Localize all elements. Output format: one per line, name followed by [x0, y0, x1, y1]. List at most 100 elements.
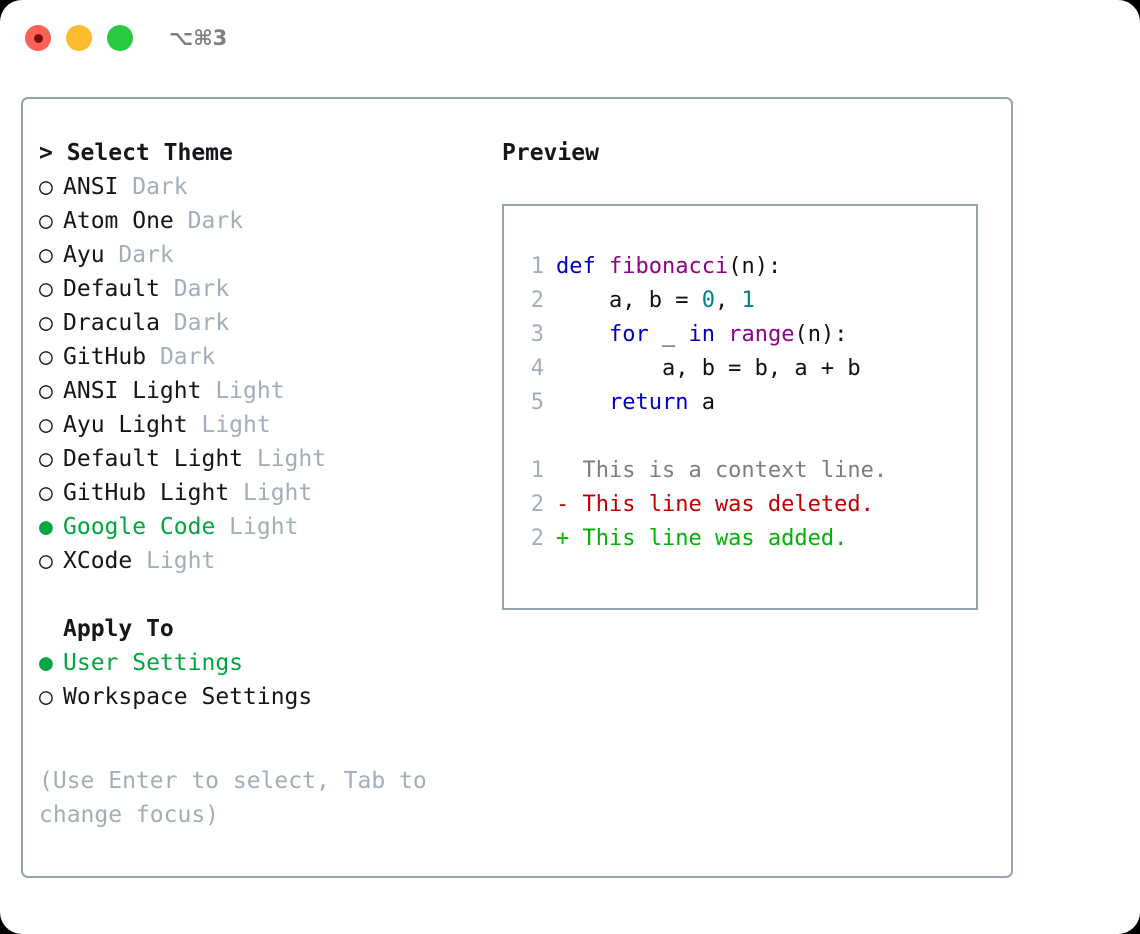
- diff-line-number: 1: [530, 458, 544, 483]
- code-token-kw: def: [556, 254, 596, 279]
- theme-option-github-light[interactable]: ○ GitHub Light Light: [39, 476, 489, 510]
- theme-option-label: ANSI: [63, 174, 119, 200]
- diff-line-text: - This line was deleted.: [556, 492, 874, 517]
- theme-option-dracula[interactable]: ○Dracula Dark: [39, 306, 489, 340]
- apply-to-option-label: User Settings: [63, 650, 244, 676]
- radio-unselected-icon: ○: [39, 446, 53, 472]
- theme-option-atom-one[interactable]: ○Atom One Dark: [39, 204, 489, 238]
- code-token-num: 1: [741, 288, 755, 313]
- keyboard-shortcut-label: ⌥⌘3: [169, 26, 228, 50]
- apply-to-option-user-settings[interactable]: ● User Settings: [39, 646, 489, 680]
- theme-option-label: Google Code: [63, 514, 216, 540]
- radio-unselected-icon: ○: [39, 208, 53, 234]
- theme-option-tag: Dark: [159, 276, 230, 302]
- code-line: 4 a, b = b, a + b: [518, 352, 970, 386]
- code-line-number: 3: [530, 322, 544, 347]
- preview-heading: Preview: [502, 140, 599, 166]
- diff-line-number: 2: [530, 492, 544, 517]
- code-token-plain: a, b =: [556, 288, 702, 313]
- theme-option-label: GitHub: [63, 344, 147, 370]
- theme-option-ansi[interactable]: ○ ANSI Dark: [39, 170, 489, 204]
- apply-to-heading: Apply To: [63, 616, 174, 642]
- diff-line-add: 2 + This line was added.: [518, 522, 970, 556]
- code-token-punct: (n):: [794, 322, 848, 347]
- theme-option-label: Atom One: [63, 208, 174, 234]
- recording-indicator-dot: [33, 33, 43, 43]
- radio-unselected-icon: ○: [39, 310, 53, 336]
- theme-option-label: ANSI Light: [63, 378, 202, 404]
- theme-option-tag: Light: [201, 378, 285, 404]
- theme-option-default[interactable]: ○Default Dark: [39, 272, 489, 306]
- code-token-plain: _: [648, 322, 689, 347]
- theme-option-label: Default Light: [63, 446, 244, 472]
- code-diff-spacer: [518, 420, 970, 454]
- keyboard-hint-text: (Use Enter to select, Tab to change focu…: [39, 768, 441, 828]
- list-spacer: [39, 578, 489, 612]
- theme-option-label: XCode: [63, 548, 133, 574]
- theme-option-tag: Light: [229, 480, 313, 506]
- theme-option-ayu-light[interactable]: ○Ayu Light Light: [39, 408, 489, 442]
- close-window-button[interactable]: [25, 25, 51, 51]
- theme-option-tag: Light: [187, 412, 271, 438]
- theme-option-tag: Light: [243, 446, 327, 472]
- code-token-fn: range: [728, 322, 795, 347]
- code-line: 2 a, b = 0, 1: [518, 284, 970, 318]
- radio-unselected-icon: ○: [39, 174, 53, 200]
- apply-to-option-workspace-settings[interactable]: ○ Workspace Settings: [39, 680, 489, 714]
- theme-option-xcode[interactable]: ○ XCode Light: [39, 544, 489, 578]
- radio-unselected-icon: ○: [39, 344, 53, 370]
- theme-option-tag: Dark: [146, 344, 216, 370]
- theme-option-github[interactable]: ○ GitHub Dark: [39, 340, 489, 374]
- diff-sample-lines: 1 This is a context line. 2 - This line wa…: [518, 454, 970, 556]
- code-token-plain: [715, 322, 728, 347]
- theme-option-tag: Dark: [104, 242, 174, 268]
- radio-unselected-icon: ○: [39, 242, 53, 268]
- apply-to-list: ● User Settings ○ Workspace Settings: [39, 646, 489, 714]
- theme-option-tag: Light: [215, 514, 299, 540]
- radio-selected-icon: ●: [39, 514, 53, 540]
- theme-selector-column: > Select Theme ○ANSI Dark○Atom One Dark○…: [39, 136, 489, 714]
- theme-option-default-light[interactable]: ○ Default Light Light: [39, 442, 489, 476]
- diff-line-text: + This line was added.: [556, 526, 848, 551]
- main-content-panel: > Select Theme ○ANSI Dark○Atom One Dark○…: [21, 97, 1013, 878]
- theme-option-ansi-light[interactable]: ○ANSI Light Light: [39, 374, 489, 408]
- code-token-kw: for: [608, 322, 649, 347]
- code-token-num: 0: [701, 288, 715, 313]
- diff-line-del: 2 - This line was deleted.: [518, 488, 970, 522]
- code-line: 1 def fibonacci(n):: [518, 250, 970, 284]
- code-token-plain: a: [688, 390, 715, 415]
- radio-unselected-icon: ○: [39, 480, 53, 506]
- code-line: 3 for _ in range(n):: [518, 318, 970, 352]
- code-token-kw: in: [688, 322, 715, 347]
- code-token-fn: fibonacci: [609, 254, 729, 279]
- theme-option-tag: Dark: [118, 174, 188, 200]
- window-titlebar: ⌥⌘3: [0, 0, 1140, 78]
- radio-selected-icon: ●: [39, 650, 53, 676]
- diff-line-number: 2: [530, 526, 544, 551]
- code-line-number: 1: [530, 254, 544, 279]
- code-token-plain: a, b = b, a + b: [556, 356, 861, 381]
- diff-line-ctx: 1 This is a context line.: [518, 454, 970, 488]
- theme-option-tag: Light: [132, 548, 216, 574]
- theme-option-label: Ayu: [63, 242, 105, 268]
- code-token-punct: (n):: [728, 254, 782, 279]
- theme-option-label: Dracula: [63, 310, 160, 336]
- code-line: 5 return a: [518, 386, 970, 420]
- theme-option-label: GitHub Light: [63, 480, 230, 506]
- maximize-window-button[interactable]: [107, 25, 133, 51]
- minimize-window-button[interactable]: [66, 25, 92, 51]
- diff-line-text: This is a context line.: [556, 458, 888, 483]
- theme-option-ayu[interactable]: ○ Ayu Dark: [39, 238, 489, 272]
- apply-to-option-label: Workspace Settings: [63, 684, 313, 710]
- code-token-plain: [596, 254, 609, 279]
- theme-option-google-code[interactable]: ● Google Code Light: [39, 510, 489, 544]
- radio-unselected-icon: ○: [39, 684, 53, 710]
- code-line-number: 4: [530, 356, 544, 381]
- theme-list: ○ANSI Dark○Atom One Dark○Ayu Dark○Defaul…: [39, 170, 489, 578]
- radio-unselected-icon: ○: [39, 548, 53, 574]
- theme-option-label: Default: [63, 276, 160, 302]
